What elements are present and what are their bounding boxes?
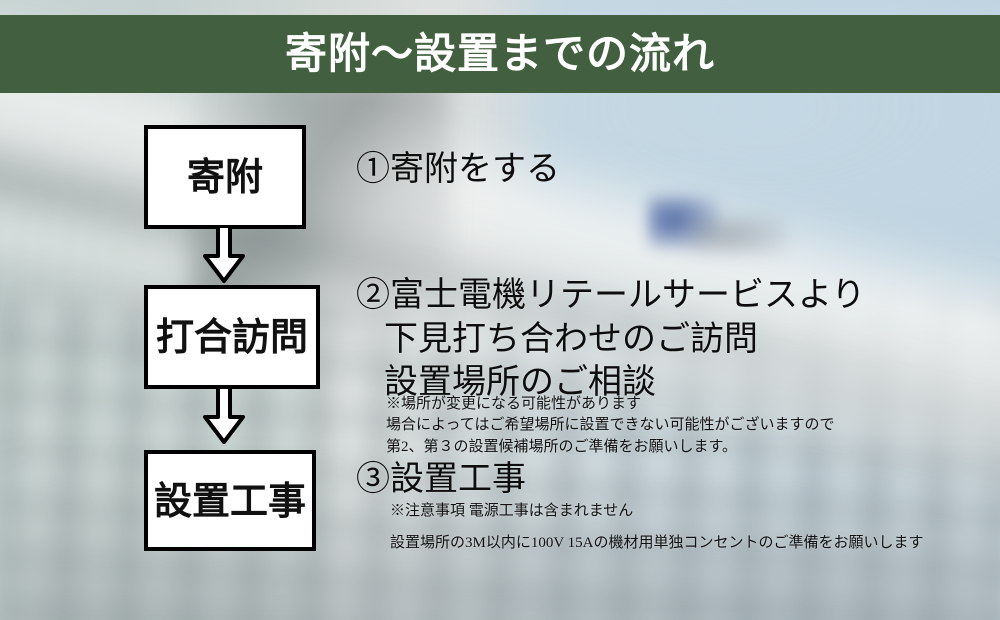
step-2-notes: ※場所が変更になる可能性があります 場合によってはご希望場所に設置できない可能性… — [386, 394, 835, 458]
step-3-notes-secondary: 設置場所の3M以内に100V 15Aの機材用単独コンセントのご準備をお願いします — [390, 533, 924, 554]
down-arrow-icon — [203, 387, 245, 444]
flow-box-installation-work: 設置工事 — [144, 450, 316, 551]
background-sign-blur — [690, 214, 786, 256]
step-2-line-2: 下見打ち合わせのご訪問 — [384, 320, 758, 358]
flow-box-label: 設置工事 — [153, 478, 306, 523]
flow-box-donation: 寄附 — [144, 125, 306, 229]
step-3-note-1: ※注意事項 電源工事は含まれません — [390, 503, 634, 519]
down-arrow-icon — [203, 226, 245, 283]
step-2: ②富士電機リテールサービスより 下見打ち合わせのご訪問 設置場所のご相談 — [356, 274, 865, 405]
step-2-note-3: 第2、第３の設置候補場所のご準備をお願いします。 — [386, 438, 738, 455]
flow-box-meeting-visit: 打合訪問 — [144, 285, 320, 389]
step-1: ①寄附をする — [356, 148, 560, 192]
flow-box-label: 打合訪問 — [155, 315, 308, 359]
step-1-line-1: ①寄附をする — [356, 151, 560, 188]
step-2-note-2: 場合によってはご希望場所に設置できない可能性がございますので — [386, 417, 835, 434]
step-2-line-3: 設置場所のご相談 — [384, 364, 656, 402]
flow-box-label: 寄附 — [186, 155, 263, 199]
step-3: ③設置工事 — [356, 458, 526, 502]
step-2-line-1: ②富士電機リテールサービスより — [356, 277, 866, 314]
page-title: 寄附〜設置までの流れ — [284, 29, 715, 78]
step-3-notes-primary: ※注意事項 電源工事は含まれません — [390, 501, 633, 522]
step-3-line-1: ③設置工事 — [356, 461, 526, 498]
step-3-note-2: 設置場所の3M以内に100V 15Aの機材用単独コンセントのご準備をお願いします — [390, 535, 924, 551]
step-2-note-1: ※場所が変更になる可能性があります — [386, 396, 642, 412]
header-banner: 寄附〜設置までの流れ — [0, 15, 1000, 93]
